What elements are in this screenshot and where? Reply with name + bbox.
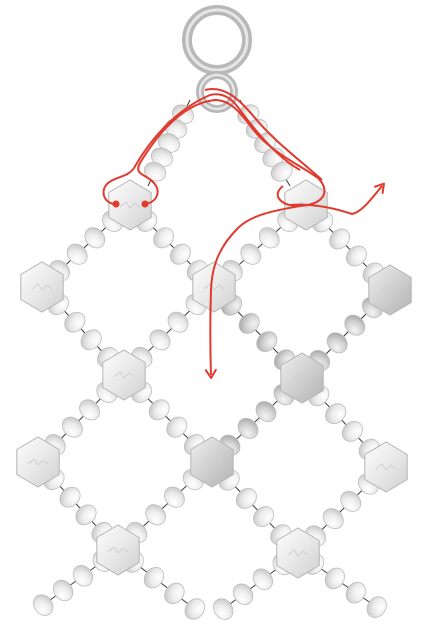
seed-bead [61,308,89,336]
seed-bead [255,224,283,252]
seed-bead [49,576,77,604]
seed-bead [140,563,168,591]
large-jump-ring-highlight [187,10,247,70]
wire-layer [38,100,390,610]
seed-bead [209,595,237,623]
anchor-dot-right [142,201,149,208]
seed-bead [142,501,170,529]
seed-bead [161,579,189,607]
seed-bead [237,240,265,268]
anchor-dot-left [113,201,120,208]
seed-bead [160,483,188,511]
seed-bead [363,593,390,621]
seed-bead [181,595,209,623]
seed-bead [63,240,91,268]
seed-bead [249,565,277,593]
seed-bead [56,483,84,511]
seed-bead [29,591,57,619]
seed-bead [234,414,262,442]
seed-bead [69,562,97,590]
seed-bead [72,501,100,529]
seed-bead [342,579,369,607]
seed-bead [81,224,109,252]
seed-bead [77,326,105,354]
seed-bead [252,397,280,425]
seed-bead [321,564,348,592]
seed-bead [229,580,257,608]
